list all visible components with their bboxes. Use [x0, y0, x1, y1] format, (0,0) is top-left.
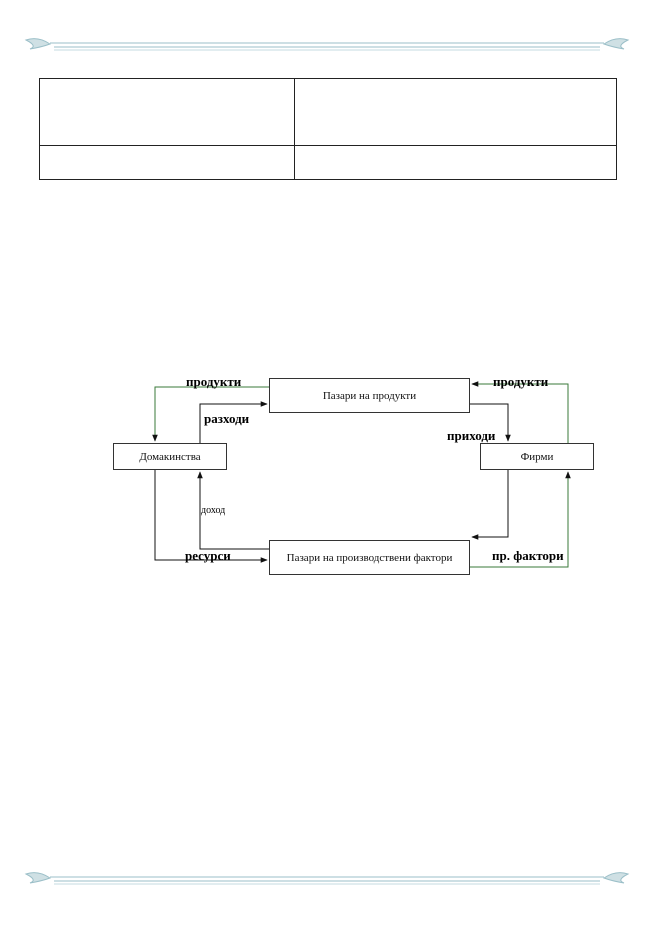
label-resources: ресурси [185, 548, 231, 563]
label-products-right: продукти [493, 374, 549, 389]
flow-firms-to-factor-market [471, 470, 509, 540]
label-income: доход [201, 505, 226, 516]
node-label: Пазари на производствени фактори [286, 551, 453, 564]
label-revenues: приходи [447, 428, 496, 443]
node-firms: Фирми [480, 443, 594, 470]
content-table [39, 78, 617, 180]
table-cell [39, 145, 295, 180]
node-label: Фирми [520, 450, 554, 463]
node-label: Пазари на продукти [322, 389, 417, 402]
node-product-market: Пазари на продукти [269, 378, 470, 413]
table-cell [294, 78, 617, 146]
label-expenses: разходи [204, 411, 250, 426]
label-factors: пр. фактори [492, 548, 564, 563]
label-products-left: продукти [186, 374, 242, 389]
header-decoration [24, 34, 630, 56]
node-label: Домакинства [139, 450, 201, 463]
table-row [39, 145, 617, 180]
table-cell [39, 78, 295, 146]
node-factor-market: Пазари на производствени фактори [269, 540, 470, 575]
table-cell [294, 145, 617, 180]
footer-decoration [24, 868, 630, 890]
node-households: Домакинства [113, 443, 227, 470]
table-row [39, 78, 617, 146]
